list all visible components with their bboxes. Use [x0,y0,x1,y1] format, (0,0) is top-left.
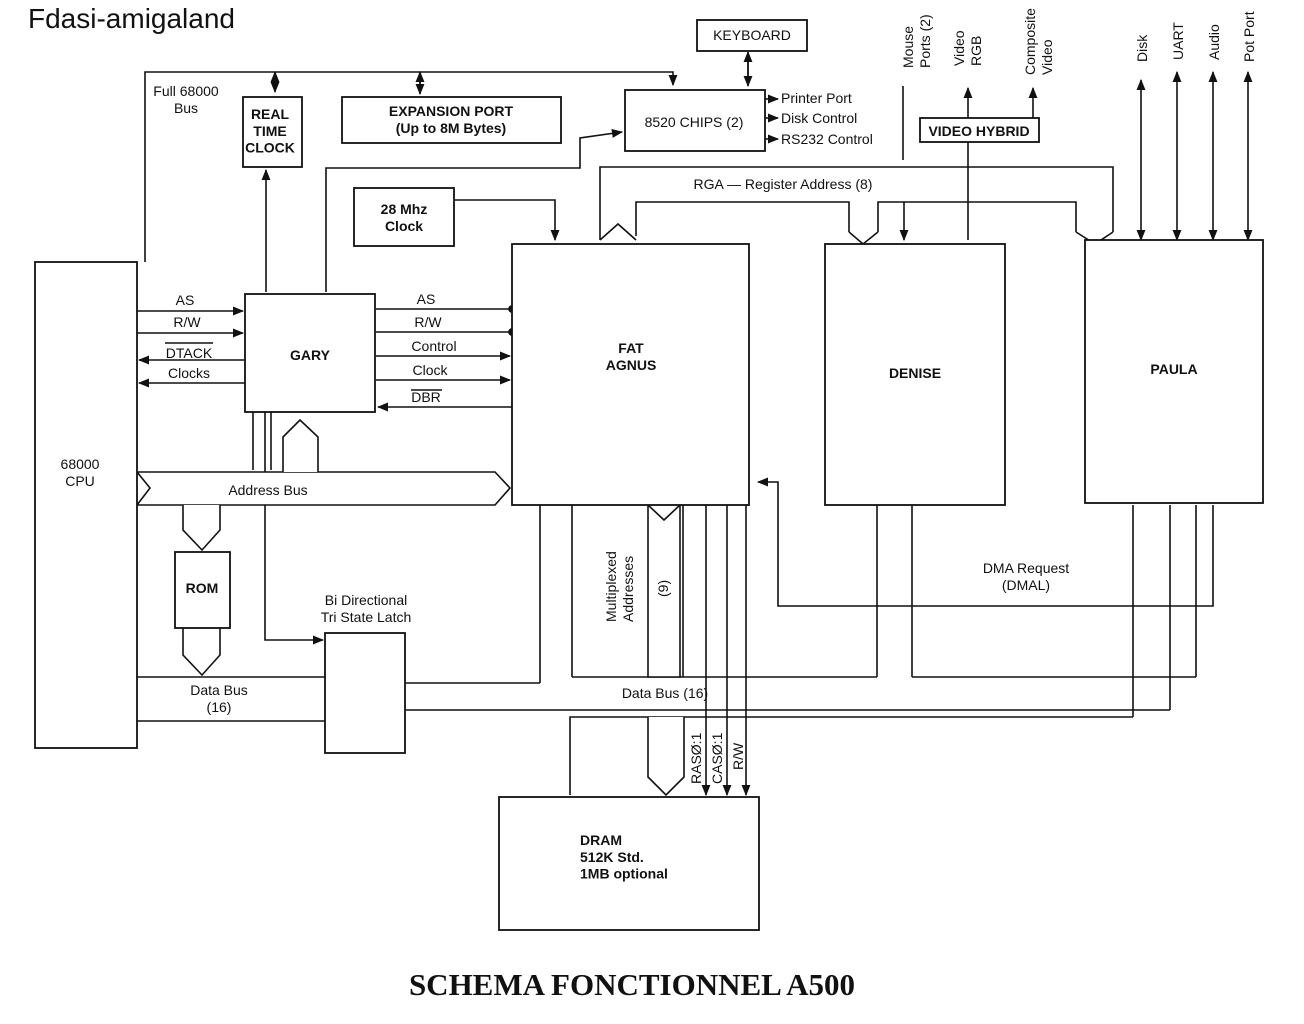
data-bus-cpu-label: Data Bus(16) [190,682,248,715]
rom-block [174,551,231,629]
gary-clock-label: Clock [412,362,448,378]
keyboard-block [696,19,808,52]
dram-rw-label: R/W [730,742,746,770]
gary-label: GARY [290,347,331,363]
paula-block [1084,239,1264,504]
dma-label: DMA Request(DMAL) [983,560,1069,593]
disk-label: Disk [1134,34,1150,62]
denise-block [824,243,1006,506]
cpu-block [34,261,138,749]
address-bus-label: Address Bus [228,482,307,498]
printer-label: Printer Port [781,90,852,106]
buses [135,222,1114,797]
cpu-dtack-label: DTACK [166,345,213,361]
address-bus [135,471,512,506]
cpu-rw-label: R/W [173,314,201,330]
gary-control-label: Control [411,338,456,354]
cpu-clocks-label: Clocks [168,365,210,381]
denise-rga-notch [848,231,879,246]
disk-control-label: Disk Control [781,110,857,126]
full-bus-line [144,71,678,262]
rom-label: ROM [186,580,219,596]
composite-label: CompositeVideo [1022,8,1055,75]
address-to-rom [182,505,221,552]
denise-label: DENISE [889,365,941,381]
video-hybrid-label: VIDEO HYBRID [928,123,1029,139]
connections [137,50,1253,797]
gary-as-label: AS [417,291,436,307]
gary-dbr-label: DBR [411,389,441,405]
brand-logo-text: Fdasi-amigaland [28,3,235,34]
mux-label: MultiplexedAddresses [603,551,636,622]
agnus-rga-notch [599,222,637,241]
cas-label: CASØ:1 [709,732,725,784]
ras-label: RASØ:1 [688,732,704,784]
rtc-block [242,96,303,168]
data-bus-chip-label: Data Bus (16) [622,685,708,701]
rs232-label: RS232 Control [781,131,873,147]
gary-to-cia [325,128,624,292]
dram-data-bus [647,717,685,797]
paula-label: PAULA [1150,361,1197,377]
dma-line [756,477,1214,607]
cpu-as-label: AS [176,292,195,308]
gary-rw-label: R/W [414,314,442,330]
mux-bus [647,503,681,678]
mux-count-label: (9) [655,580,671,597]
cia-block [624,89,766,152]
gary-block [244,293,376,413]
agnus-block [511,243,750,506]
gary-address-link [282,418,319,472]
diagram-title: SCHEMA FONCTIONNEL A500 [409,967,855,1002]
clock28-block [353,187,455,247]
mouse-label: MousePorts (2) [900,14,933,68]
expansion-block [341,96,562,144]
video-rgb-label: VideoRGB [951,30,984,66]
clock-to-agnus [455,199,560,242]
rga-label: RGA — Register Address (8) [694,176,873,192]
expansion-label: EXPANSION PORT(Up to 8M Bytes) [389,103,514,136]
keyboard-label: KEYBOARD [713,27,791,43]
uart-label: UART [1170,22,1186,60]
video-hybrid-block [919,117,1040,143]
dram-block [498,796,760,931]
pot-port-label: Pot Port [1241,11,1257,62]
cia-label: 8520 CHIPS (2) [645,114,744,130]
latch-block [324,632,406,754]
blocks [34,19,1264,931]
audio-label: Audio [1206,24,1222,60]
rom-to-data [182,628,221,677]
